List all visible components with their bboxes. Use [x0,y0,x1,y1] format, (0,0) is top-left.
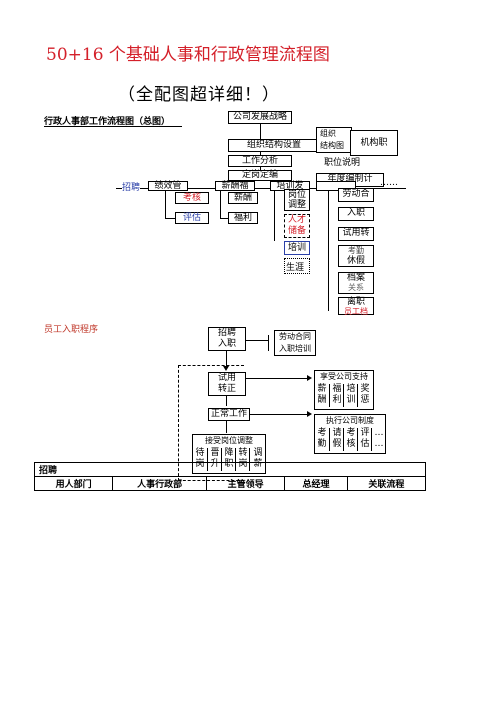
section-underline [44,126,182,127]
benefit-item: 培训 [343,384,358,407]
text-line: 档案 [346,273,365,283]
talent-reserve: 人才 储备 [284,214,310,238]
job-description-callout: 职位说明 [324,158,361,168]
text-line: 休假 [346,256,365,266]
career-label: 生涯 [286,263,305,273]
perf-evaluation: 评估 [175,212,209,224]
probation-item: 试用转 [338,227,374,241]
text-line: 入职 [217,339,236,349]
table-row: 用人部门 人事行政部 主管领导 总经理 关联流程 [33,476,427,491]
connector [268,335,269,351]
text-line: 岗位 [287,190,306,200]
training-box: 培训 [284,241,310,255]
connector [220,191,221,219]
arrow-icon [223,366,229,371]
branch-recruit: 招聘 [122,180,141,193]
rule-item: 考核 [343,428,358,451]
branch-relations [316,181,356,191]
text-line: 劳动合同 [279,332,311,341]
training-post-adjust: 岗位 调整 [284,189,310,211]
callout-line: 结构图 [320,141,344,150]
contract-training-box: 劳动合同 入职培训 [274,330,316,356]
text-line: 试用 [217,373,236,383]
org-structure-box: 组织结构设置 [228,139,320,152]
benefit-item: 福利 [329,384,344,407]
archive-item: 档案 关系 [338,272,374,294]
connector [246,340,268,341]
connector [226,351,227,368]
staffing-box: 定岗定编 [228,170,292,181]
branch-more: …… [380,178,398,188]
table-header-cell: 用人部门 [33,476,114,491]
regular-work-box: 正常工作 [208,408,250,421]
text-line: 离职 [346,297,365,307]
table-header-cell: 关联流程 [346,476,427,491]
hire-box: 招聘 入职 [208,327,246,351]
institution-callout: 机构职 [350,130,398,156]
connector [260,124,261,139]
pay-welfare: 福利 [228,212,258,224]
text-line: 员工档 [344,307,368,316]
pay-salary: 薪酬 [228,192,258,204]
rule-item: …… [371,428,386,451]
text-line: 转正 [217,384,236,394]
table-section-cell: 招聘 [34,462,426,477]
benefit-item: 薪酬 [317,384,327,406]
probation-box: 试用 转正 [208,372,246,396]
benefits-title: 享受公司支持 [320,372,368,381]
text-line: 人才 [287,215,306,225]
rule-item: 请假 [329,428,344,451]
labor-contract: 劳动合 [338,188,374,202]
arrow-icon [307,375,312,381]
strategy-box: 公司发展战略 [228,111,292,124]
branch-line [116,188,406,189]
onboarding-item: 入职 [338,207,374,221]
benefits-box: 享受公司支持 [314,370,374,410]
attendance-leave: 考勤 休假 [338,245,374,267]
connector [220,218,228,219]
connector [260,167,261,170]
connector [274,191,275,241]
branch-compensation: 薪酬福 [215,181,255,191]
branch-performance: 绩效管 [148,181,188,191]
connector [165,218,175,219]
connector [250,414,308,415]
connector [328,191,329,311]
rule-item: 评估 [357,428,372,451]
rule-item: 考勤 [317,428,327,450]
connector [246,378,308,379]
text-line: 招聘 [217,328,236,338]
table-header-cell: 人事行政部 [112,476,208,491]
arrow-icon [307,411,312,417]
text-line: 关系 [348,283,364,292]
rules-box: 执行公司制度 [314,414,386,454]
rules-title: 执行公司制度 [326,416,374,425]
career-box [284,258,310,274]
connector [226,421,227,433]
page-subtitle: （全配图超详细！） [118,85,280,105]
benefit-item: 奖惩 [357,384,372,407]
job-analysis-box: 工作分析 [228,155,292,167]
org-chart-callout: 组织 结构图 [316,127,352,153]
recruitment-table: 招聘 用人部门 人事行政部 主管领导 总经理 关联流程 [33,462,427,491]
text-line: 入职培训 [279,344,311,353]
table-header-cell: 主管领导 [206,476,286,491]
text-line: 储备 [287,226,306,236]
resignation-item: 离职 员工档 [338,297,374,316]
page-title: 50+16 个基础人事和行政管理流程图 [46,45,330,65]
overview-section-title: 行政人事部工作流程图（总图） [44,117,171,127]
table-header-cell: 总经理 [284,476,348,491]
connector [260,152,261,155]
connector [165,191,166,219]
text-line: 调整 [287,200,306,210]
onboarding-section-title: 员工入职程序 [44,325,99,335]
table-row: 招聘 [34,462,426,477]
adjust-title: 接受岗位调整 [205,436,253,445]
text-line: 考勤 [348,246,364,255]
connector [226,396,227,406]
perf-assessment: 考核 [175,192,209,204]
callout-line: 组织 [320,129,336,138]
